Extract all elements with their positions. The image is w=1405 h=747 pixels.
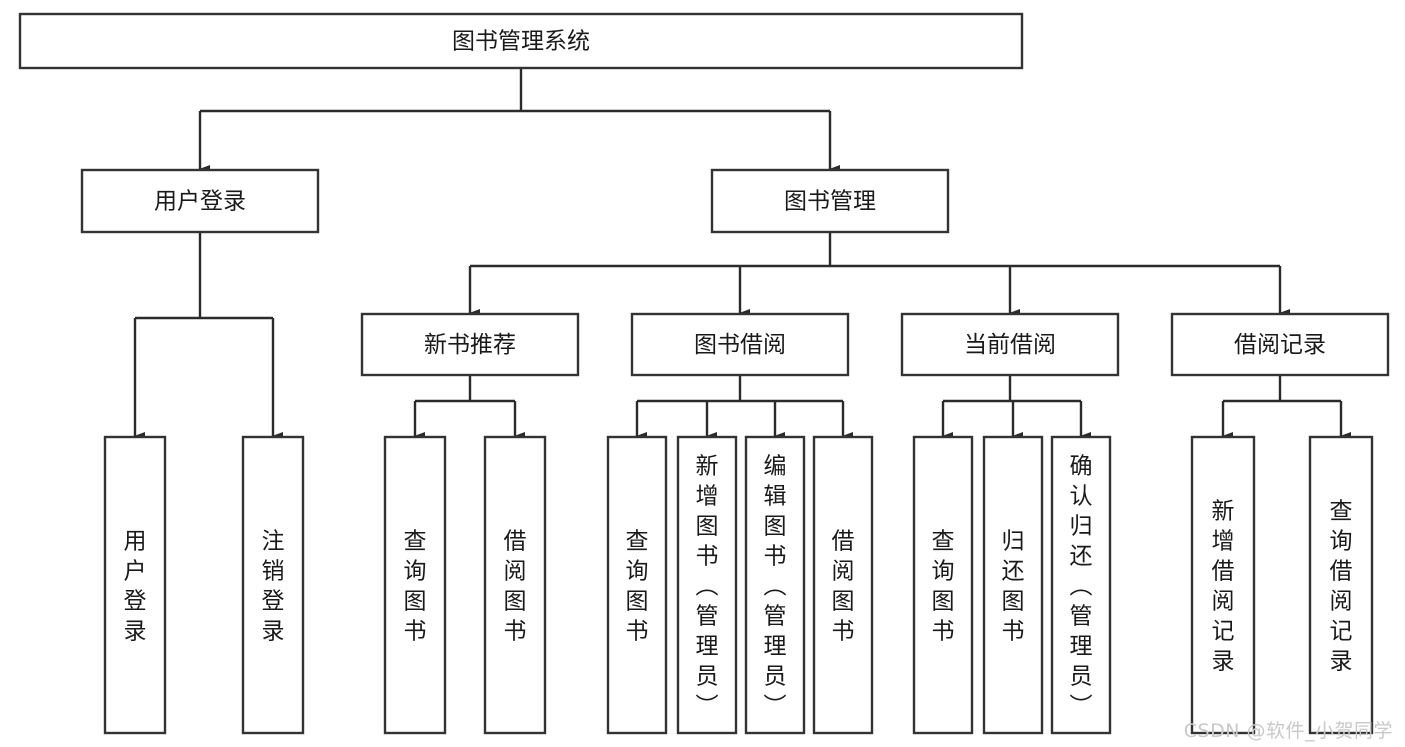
edge-group-bookmgmt (468, 232, 1291, 318)
node-leaf-borrow-edit[interactable]: 编辑图书︵管理员︶ (744, 435, 806, 735)
node-current[interactable]: 当前借阅 (900, 312, 1120, 377)
node-label: 用户登录 (154, 189, 246, 215)
node-label: 图书管理 (784, 189, 876, 215)
node-leaf-rec-add[interactable]: 新增借阅记录 (1190, 435, 1256, 735)
node-label: 新增图书︵管理员︶ (696, 453, 719, 719)
nodes-layer: 图书管理系统用户登录图书管理新书推荐图书借阅当前借阅借阅记录用户登录注销登录查询… (18, 12, 1390, 735)
node-label: 注销登录 (262, 528, 285, 644)
node-root[interactable]: 图书管理系统 (18, 12, 1024, 70)
node-leaf-user-login[interactable]: 用户登录 (103, 435, 167, 735)
edge-group-root (198, 68, 841, 174)
node-label: 查询借阅记录 (1330, 498, 1353, 674)
edge-group-newbooks (413, 375, 526, 441)
edge-group-borrow (635, 375, 854, 441)
node-label: 查询图书 (932, 528, 955, 644)
node-label: 图书借阅 (694, 332, 786, 358)
node-leaf-new-query[interactable]: 查询图书 (383, 435, 447, 735)
node-login[interactable]: 用户登录 (80, 168, 320, 234)
node-leaf-user-logout[interactable]: 注销登录 (241, 435, 305, 735)
node-leaf-borrow-add[interactable]: 新增图书︵管理员︶ (676, 435, 738, 735)
node-borrow[interactable]: 图书借阅 (630, 312, 850, 377)
node-label: 查询图书 (404, 528, 427, 644)
node-label: 图书管理系统 (452, 29, 590, 55)
node-label: 新书推荐 (424, 332, 516, 358)
node-label: 归还图书 (1002, 528, 1025, 644)
node-label: 确认归还︵管理员︶ (1070, 453, 1093, 719)
node-leaf-new-borrow[interactable]: 借阅图书 (483, 435, 547, 735)
edge-group-records (1221, 375, 1352, 441)
node-leaf-cur-query[interactable]: 查询图书 (912, 435, 974, 735)
node-leaf-cur-confirm[interactable]: 确认归还︵管理员︶ (1050, 435, 1112, 735)
node-label: 编辑图书︵管理员︶ (764, 453, 787, 719)
node-label: 用户登录 (124, 528, 147, 644)
node-label: 借阅图书 (504, 528, 527, 644)
node-label: 查询图书 (626, 528, 649, 644)
node-records[interactable]: 借阅记录 (1170, 312, 1390, 377)
edge-group-login (133, 232, 284, 441)
node-bookmgmt[interactable]: 图书管理 (710, 168, 950, 234)
node-leaf-borrow-lend[interactable]: 借阅图书 (812, 435, 874, 735)
node-label: 新增借阅记录 (1212, 498, 1235, 674)
node-leaf-cur-return[interactable]: 归还图书 (982, 435, 1044, 735)
edges-layer (133, 68, 1352, 441)
node-newbooks[interactable]: 新书推荐 (360, 312, 580, 377)
node-label: 当前借阅 (964, 332, 1056, 358)
node-leaf-rec-query[interactable]: 查询借阅记录 (1308, 435, 1374, 735)
edge-group-current (941, 375, 1092, 441)
node-label: 借阅图书 (832, 528, 855, 644)
node-leaf-borrow-query[interactable]: 查询图书 (606, 435, 668, 735)
node-label: 借阅记录 (1234, 332, 1326, 358)
